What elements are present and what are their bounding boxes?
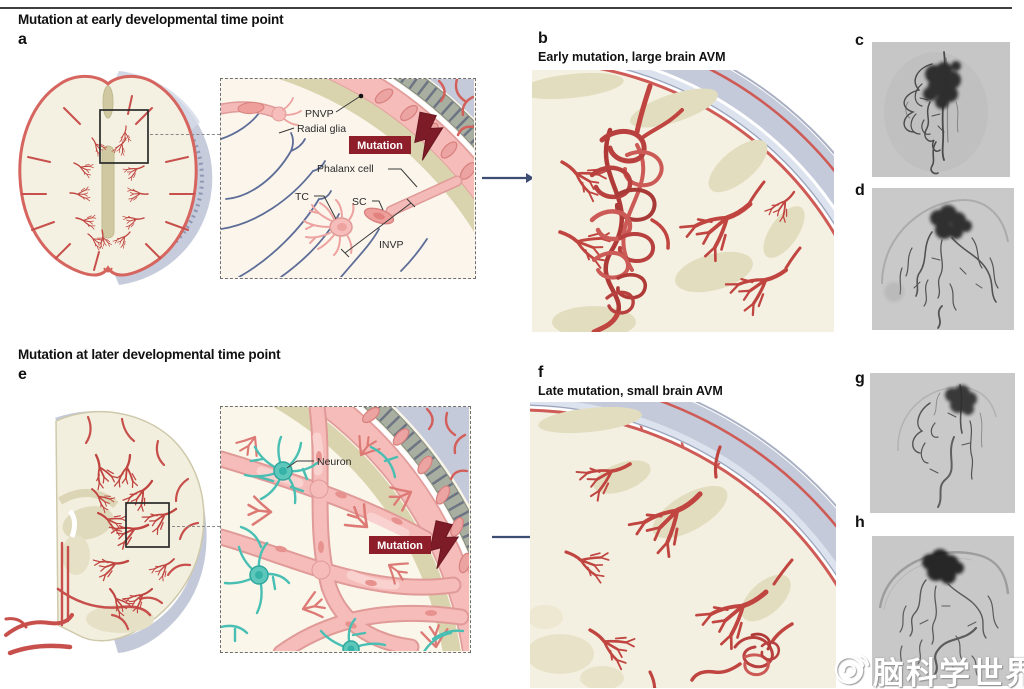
watermark-text: 脑科学世界 (873, 656, 1024, 689)
panel-a-illustration (18, 71, 213, 285)
radial-vessels (21, 95, 195, 271)
avm-blush (930, 205, 972, 239)
phalanx-cell-label: Phalanx cell (317, 163, 374, 175)
vessel-trees (558, 445, 794, 688)
panel-b-letter: b (538, 30, 548, 47)
radial-glia-fibres (221, 112, 428, 277)
neuron-leader (286, 460, 314, 469)
inset-e: Mutation Neuron (220, 406, 471, 653)
avm-nidus-large (589, 83, 684, 332)
section-late-title: Mutation at later developmental time poi… (18, 347, 281, 362)
inset-a-illustration: Mutation PNVP Radial glia Phalanx cell T… (221, 79, 474, 277)
zoom-rect-a (99, 109, 149, 164)
panel-a-letter: a (18, 31, 27, 48)
neuron-nuclei (255, 467, 355, 651)
mutation-label-a: Mutation (357, 140, 403, 152)
avm-blush (922, 549, 964, 584)
panel-f-letter: f (538, 364, 544, 381)
embryonic-brain-section (18, 75, 198, 277)
sc-label: SC (352, 196, 367, 208)
inset-a: Mutation PNVP Radial glia Phalanx cell T… (220, 78, 476, 279)
zoom-connector-a (150, 134, 220, 135)
zoom-connector-e (172, 526, 220, 527)
section-early-title: Mutation at early developmental time poi… (18, 12, 284, 27)
panel-h-letter: h (855, 514, 865, 531)
avm-nidus-small (690, 622, 794, 682)
vessels (912, 384, 983, 508)
extracranial-vessels (437, 79, 474, 137)
neuron-label: Neuron (317, 456, 352, 468)
panel-g-letter: g (855, 370, 865, 387)
angiogram-h-image (872, 536, 1014, 686)
vessels (899, 231, 999, 329)
sulcal-vessels (4, 415, 200, 656)
panel-e-illustration (4, 410, 207, 656)
panel-b-subtitle: Early mutation, large brain AVM (538, 50, 726, 64)
watermark-logo-icon (834, 654, 870, 685)
radial-glia-label: Radial glia (297, 123, 346, 135)
angiogram-g-image (870, 373, 1015, 513)
meninges-layers (221, 79, 474, 277)
neurons (221, 435, 465, 651)
avm-blush (945, 385, 977, 415)
panel-b-illustration (532, 70, 834, 332)
inset-a-labels (278, 93, 418, 258)
panel-f-subtitle: Late mutation, small brain AVM (538, 384, 723, 398)
inset-e-illustration: Mutation Neuron (221, 407, 469, 651)
mutation-label-e: Mutation (377, 540, 423, 552)
vessel-plexus (221, 407, 469, 651)
panel-f-illustration (530, 402, 836, 688)
angiogram-c-image (872, 42, 1010, 177)
vessel-trees (551, 145, 805, 319)
mutation-banner-a: Mutation (349, 107, 449, 162)
invp-label: INVP (379, 239, 404, 251)
panel-e-letter: e (18, 366, 27, 383)
zoom-rect-e (125, 502, 170, 548)
brain-section (55, 410, 205, 642)
vessels (903, 51, 959, 175)
angiogram-d-image (872, 188, 1014, 330)
panel-d-letter: d (855, 182, 865, 199)
invp-sprout (221, 97, 463, 256)
arrow-right-icon (482, 173, 534, 183)
pnvp-label: PNVP (305, 108, 334, 120)
watermark: 脑科学世界 (833, 644, 1024, 689)
panel-c-letter: c (855, 32, 864, 49)
gyri-patches (530, 406, 791, 688)
tc-label: TC (295, 191, 309, 203)
top-divider (0, 7, 1012, 9)
mutation-banner-e: Mutation (369, 516, 464, 570)
vessels (899, 579, 999, 679)
